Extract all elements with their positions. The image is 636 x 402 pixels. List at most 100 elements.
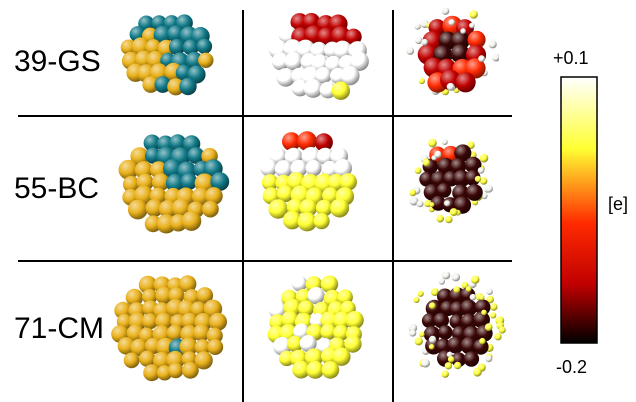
charge-atom [315,199,333,217]
core-atom [467,30,486,49]
gold-atom [181,312,198,330]
charge-atom [281,310,299,329]
teal-atom [167,25,185,43]
gold-atom [143,364,161,382]
charge-atom [274,160,293,178]
ligand-atom [484,323,493,331]
core-atom [450,44,470,64]
ligand-atom [471,275,480,284]
gold-atom [166,324,183,341]
gold-atom [168,287,185,304]
ligand-atom [490,312,497,319]
gold-atom [145,199,164,217]
teal-atom [179,77,197,96]
ligand-atom [448,19,455,26]
gold-atom [182,361,199,379]
gold-atom [155,286,173,305]
ligand-atom [441,139,448,145]
charge-atom [333,324,349,341]
teal-atom [196,38,213,54]
ligand-atom [441,272,451,280]
gold-atom [151,173,170,191]
teal-atom [210,172,230,191]
gold-atom [122,175,140,193]
charge-atom [320,275,339,293]
cluster-71-cm-core-charge [402,272,510,382]
charge-atom [314,133,333,152]
ligand-atom [444,362,453,370]
charge-atom [291,275,308,292]
teal-atom [169,134,187,152]
charge-atom [297,212,317,232]
core-atom [440,69,461,90]
cluster-39-gs-surface-charge [262,8,374,104]
ligand-atom [453,286,461,293]
ligand-atom [408,323,418,333]
core-atom [421,313,437,329]
gold-atom [144,215,162,233]
ligand-atom [494,333,502,341]
charge-atom [315,67,332,84]
ligand-atom [428,138,437,148]
gold-atom [139,350,156,367]
charge-atom [333,159,352,178]
charge-atom [271,52,290,71]
ligand-atom [434,150,442,158]
charge-atom [345,311,364,330]
ligand-atom [428,335,437,344]
ligand-atom [441,8,450,15]
ligand-atom [492,53,499,62]
charge-atom [276,68,295,87]
charge-atom [284,52,303,71]
ligand-atom [415,36,423,45]
ligand-atom [446,82,455,91]
cluster-55-bc-structure [110,130,234,236]
core-atom [460,299,478,317]
teal-atom [165,173,185,193]
ligand-atom [441,370,449,378]
ligand-atom [409,189,417,197]
teal-atom [163,159,183,179]
ligand-atom [477,167,485,174]
charge-atom [321,361,340,379]
teal-atom [185,51,204,70]
gold-atom [205,187,223,205]
charge-atom [307,287,325,305]
core-atom [460,313,478,330]
ligand-atom [430,288,439,297]
charge-atom [331,81,350,100]
core-atom [430,195,446,211]
charge-atom [330,26,351,46]
gold-atom [153,351,171,370]
charge-atom [268,301,287,319]
ligand-atom [413,296,420,303]
ligand-atom [409,196,419,206]
ligand-atom [449,208,458,217]
core-atom [436,183,452,198]
ligand-atom [414,337,423,346]
ligand-atom [421,358,430,368]
ligand-atom [486,288,493,295]
charge-atom [297,131,317,151]
charge-atom [286,335,304,352]
charge-atom [340,66,360,86]
ligand-atom [479,295,485,301]
charge-atom [303,79,323,98]
charge-atom [279,350,295,367]
ligand-atom [438,278,445,285]
ligand-atom [416,200,424,208]
cluster-55-bc-surface-charge [255,130,359,234]
cluster-71-cm-surface-charge [262,272,366,382]
gold-atom [181,211,202,231]
gold-atom [125,288,144,307]
ligand-atom [469,10,478,19]
ligand-atom [409,329,417,337]
ligand-atom [428,344,435,350]
ligand-atom [414,167,422,174]
gold-atom [193,324,210,342]
charge-atom [339,173,357,191]
cluster-39-gs-core-charge [404,8,499,100]
ligand-atom [473,367,482,377]
gold-atom [171,198,191,218]
